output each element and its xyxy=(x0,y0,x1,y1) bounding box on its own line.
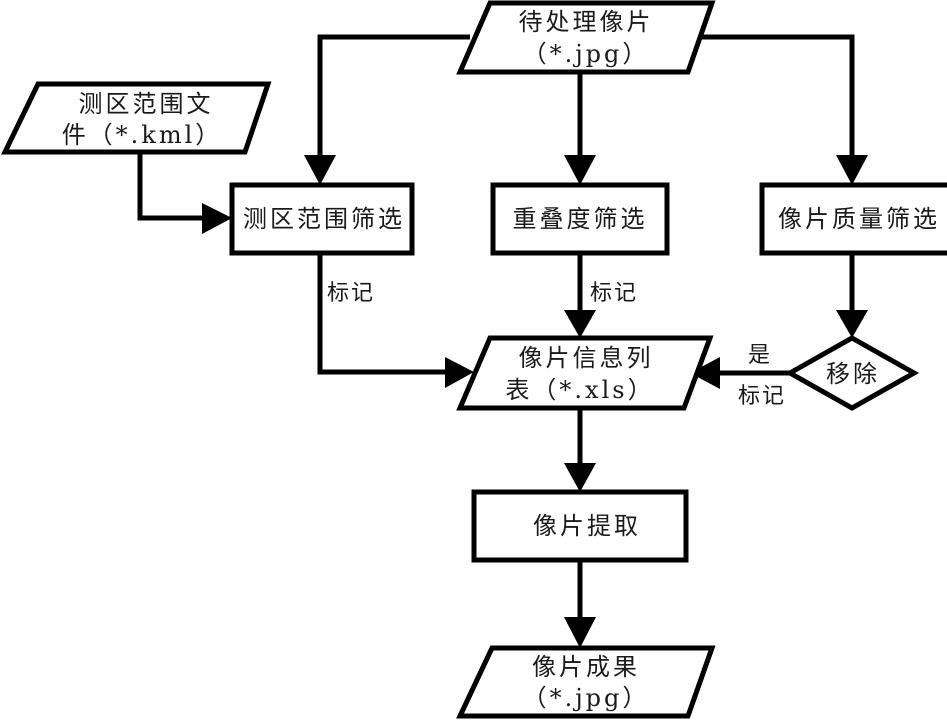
arrowhead xyxy=(836,310,868,338)
node-input-photos-line2: （*.jpg） xyxy=(523,40,650,68)
node-area-file-line1: 测区范围文 xyxy=(79,90,214,118)
node-area-file: 测区范围文 件（*.kml） xyxy=(1,81,272,155)
node-input-photos: 待处理像片 （*.jpg） xyxy=(456,0,716,75)
edge-area-filter-to-list xyxy=(317,254,450,375)
node-remove-decision-label: 移除 xyxy=(826,360,880,388)
arrowhead xyxy=(564,155,596,185)
arrowhead xyxy=(564,310,596,338)
edge-label-area-mark: 标记 xyxy=(327,281,375,306)
node-photo-extract: 像片提取 xyxy=(471,489,689,563)
node-area-filter: 测区范围筛选 xyxy=(229,182,415,256)
edge-input-to-area-filter xyxy=(317,34,470,160)
arrowhead xyxy=(836,155,868,185)
arrowhead xyxy=(564,463,596,492)
node-photo-info-list-line1: 像片信息列 xyxy=(519,344,654,372)
edge-input-to-quality-filter xyxy=(690,34,855,160)
node-overlap-filter: 重叠度筛选 xyxy=(490,182,670,256)
node-photo-result-line2: （*.jpg） xyxy=(523,684,650,712)
edge-label-remove-mark: 标记 xyxy=(738,384,786,409)
connectors xyxy=(137,34,868,648)
edge-kml-to-area-filter xyxy=(137,152,210,221)
node-area-file-line2: 件（*.kml） xyxy=(62,121,223,149)
arrowhead xyxy=(445,357,474,388)
node-photo-info-list: 像片信息列 表（*.xls） xyxy=(456,335,714,411)
node-input-photos-line1: 待处理像片 xyxy=(519,8,654,36)
node-area-filter-label: 测区范围筛选 xyxy=(243,205,405,233)
node-quality-filter-label: 像片质量筛选 xyxy=(778,205,940,233)
node-quality-filter: 像片质量筛选 xyxy=(759,182,947,256)
arrowhead xyxy=(202,203,232,234)
node-remove-decision: 移除 xyxy=(784,335,920,411)
edge-labels: 标记 标记 是 标记 xyxy=(327,281,786,409)
node-photo-result-line1: 像片成果 xyxy=(532,653,640,681)
edge-label-overlap-mark: 标记 xyxy=(590,281,638,306)
arrowhead xyxy=(564,617,596,648)
arrowhead xyxy=(304,155,336,185)
node-photo-extract-label: 像片提取 xyxy=(533,512,641,540)
node-overlap-filter-label: 重叠度筛选 xyxy=(513,205,648,233)
node-photo-info-list-line2: 表（*.xls） xyxy=(505,376,654,404)
node-photo-result: 像片成果 （*.jpg） xyxy=(456,645,716,719)
arrowhead xyxy=(690,357,720,389)
edge-label-remove-yes: 是 xyxy=(748,343,772,368)
